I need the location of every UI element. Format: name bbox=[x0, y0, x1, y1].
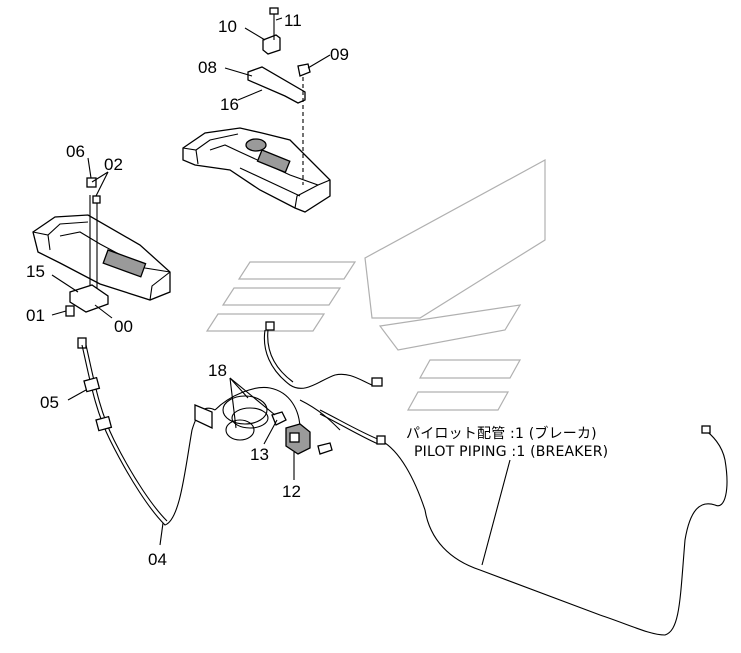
note-english: PILOT PIPING :1 (BREAKER) bbox=[414, 444, 608, 460]
lower-left-bracket bbox=[65, 284, 109, 349]
callout-13: 13 bbox=[250, 445, 269, 464]
callout-04: 04 bbox=[148, 550, 167, 569]
callout-00: 00 bbox=[114, 317, 133, 336]
callout-05: 05 bbox=[40, 393, 59, 412]
callout-12: 12 bbox=[282, 482, 301, 501]
upper-bracket bbox=[247, 7, 311, 185]
callout-16: 16 bbox=[220, 95, 239, 114]
callout-11: 11 bbox=[284, 11, 302, 30]
callout-09: 09 bbox=[330, 45, 349, 64]
callout-02: 02 bbox=[104, 155, 123, 174]
callout-15: 15 bbox=[26, 262, 45, 281]
watermark-logo bbox=[205, 158, 546, 411]
callout-18: 18 bbox=[208, 361, 227, 380]
left-console bbox=[32, 177, 171, 301]
note-japanese: パイロット配管 :1 (ブレーカ) bbox=[406, 425, 597, 442]
leader-lines bbox=[51, 17, 511, 566]
callout-06: 06 bbox=[66, 142, 85, 161]
upper-console bbox=[182, 127, 331, 213]
callout-01: 01 bbox=[26, 306, 45, 325]
piping bbox=[81, 321, 728, 636]
callout-10: 10 bbox=[218, 17, 237, 36]
switch-parts bbox=[271, 411, 333, 455]
callout-08: 08 bbox=[198, 58, 217, 77]
